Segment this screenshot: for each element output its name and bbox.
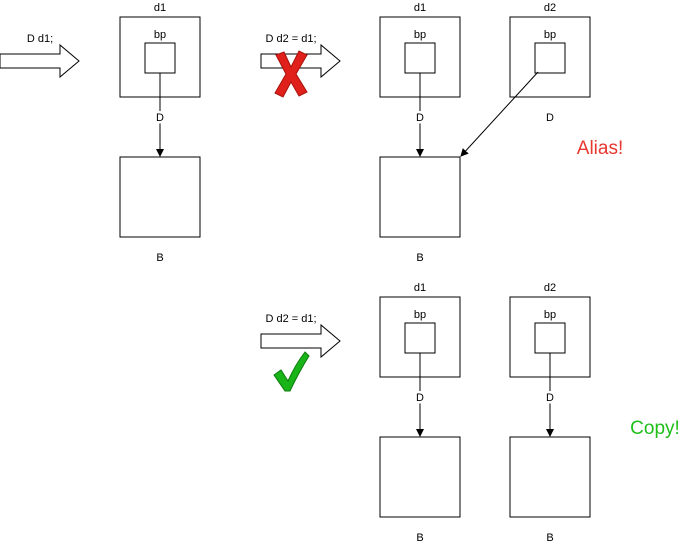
copy-d1-base-box bbox=[379, 436, 461, 518]
panel-declare-d1: D d1; d1 bp D B bbox=[0, 2, 201, 264]
alias-d1-bp-label: bp bbox=[414, 29, 426, 41]
alias-shared-base-box bbox=[379, 156, 461, 238]
alias-d1-name-label: d1 bbox=[414, 2, 426, 14]
d1-bp-box bbox=[144, 42, 176, 74]
panel-alias: D d2 = d1; d1 bp D d2 bp D B Alias! bbox=[260, 2, 623, 264]
copy-d2-type-label: D bbox=[546, 392, 554, 404]
d1-name-label: d1 bbox=[154, 2, 166, 14]
copy-verdict: Copy! bbox=[630, 418, 680, 439]
check-mark-icon bbox=[273, 351, 310, 392]
copy-d2-base-type-label: B bbox=[546, 532, 553, 544]
alias-arrow-label: D d2 = d1; bbox=[265, 33, 316, 45]
alias-d2-bp-label: bp bbox=[544, 29, 556, 41]
d1-bp-label: bp bbox=[154, 29, 166, 41]
copy-d2-name-label: d2 bbox=[544, 282, 556, 294]
alias-d2-pointer-arrow bbox=[460, 71, 539, 157]
copy-d2-bp-label: bp bbox=[544, 309, 556, 321]
alias-d2-name-label: d2 bbox=[544, 2, 556, 14]
copy-d1-bp-box bbox=[404, 322, 436, 354]
alias-verdict: Alias! bbox=[577, 138, 623, 159]
base-type-label: B bbox=[156, 252, 163, 264]
cross-mark-icon bbox=[274, 50, 308, 98]
copy-d1-base-type-label: B bbox=[416, 532, 423, 544]
copy-d2-base-box bbox=[509, 436, 591, 518]
copy-d1-name-label: d1 bbox=[414, 282, 426, 294]
copy-d1-bp-label: bp bbox=[414, 309, 426, 321]
panel-copy: D d2 = d1; d1 bp D B d2 bp D B Copy! bbox=[260, 282, 680, 544]
alias-base-type-label: B bbox=[416, 252, 423, 264]
copy-d2-bp-box bbox=[534, 322, 566, 354]
d1-type-label: D bbox=[156, 112, 164, 124]
alias-d2-type-label: D bbox=[546, 112, 554, 124]
copy-arrow-label: D d2 = d1; bbox=[265, 313, 316, 325]
alias-d1-type-label: D bbox=[416, 112, 424, 124]
alias-d1-bp-box bbox=[404, 42, 436, 74]
deep-copy-arrow bbox=[260, 323, 341, 359]
alias-d2-bp-box bbox=[534, 42, 566, 74]
copy-d1-type-label: D bbox=[416, 392, 424, 404]
base-object-box bbox=[119, 156, 201, 238]
declare-d1-arrow bbox=[0, 43, 80, 79]
declare-d1-label: D d1; bbox=[27, 33, 53, 45]
